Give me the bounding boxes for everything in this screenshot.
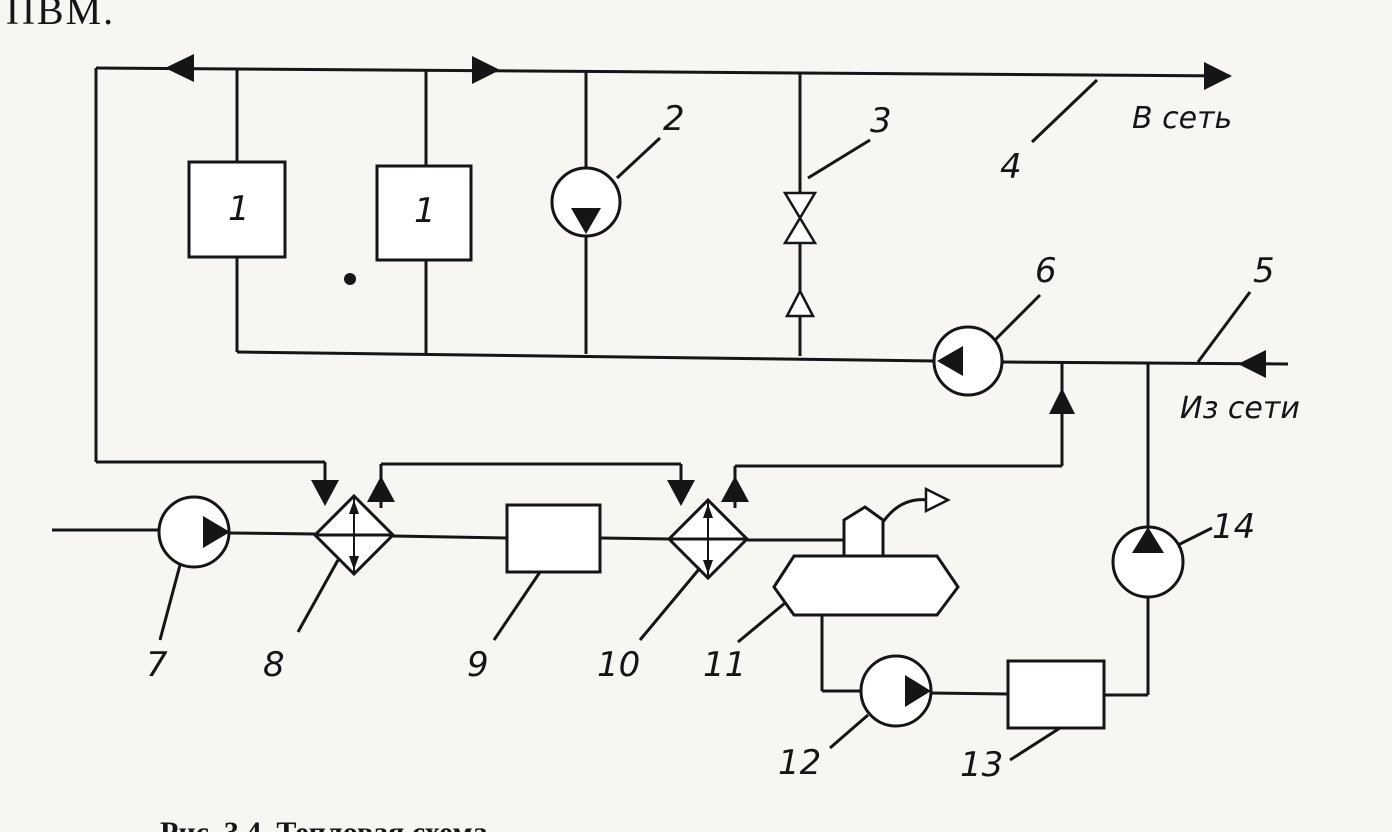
leader-line-14 <box>1177 526 1213 547</box>
leader-line-8 <box>296 559 340 633</box>
leader-line-2 <box>615 136 662 180</box>
vent-pipe <box>881 498 929 523</box>
riser-up-arrow-icon <box>1049 388 1075 414</box>
he10-inlet-arrow-icon <box>667 480 695 506</box>
label-2: 2 <box>663 99 685 139</box>
he10-outlet-arrow-icon <box>721 476 749 502</box>
valve-upper-wedge-icon <box>782 191 818 221</box>
label-boiler-b: 1 <box>414 191 436 231</box>
vent-arrow-icon <box>924 486 951 514</box>
pipe-8-9 <box>392 534 508 540</box>
label-5: 5 <box>1253 251 1275 291</box>
label-7: 7 <box>146 645 168 685</box>
heat-exchanger-8 <box>312 493 396 577</box>
leader-line-12 <box>829 713 869 750</box>
pump-right-arrow-icon <box>905 675 931 707</box>
pipe-12-13 <box>929 691 1009 696</box>
supply-outlet-arrow-icon <box>1204 62 1232 90</box>
label-11: 11 <box>703 645 746 685</box>
leader-line-11 <box>737 601 786 644</box>
caption-fragment: Рис. 3.4. Тепловая схема <box>160 816 488 832</box>
pump-down-arrow-icon <box>571 208 601 234</box>
leader-line-7 <box>158 564 182 641</box>
label-6: 6 <box>1035 251 1057 291</box>
treatment-unit-13 <box>1006 659 1106 730</box>
supply-header-line <box>95 66 1231 78</box>
deaerator-column <box>842 505 885 558</box>
leader-line-9 <box>492 571 542 641</box>
pump-right-arrow-icon <box>203 516 230 548</box>
heat-exchanger-10 <box>666 497 750 581</box>
return-inlet-arrow-icon <box>1238 350 1266 378</box>
label-10: 10 <box>597 645 640 685</box>
header-fragment: ПВМ. <box>6 0 115 33</box>
label-12: 12 <box>778 743 821 783</box>
boiler-a <box>187 160 287 259</box>
label-13: 13 <box>960 745 1003 785</box>
leader-line-10 <box>638 567 702 641</box>
return-label: Из сети <box>1180 391 1300 426</box>
he8-outlet-arrow-icon <box>367 476 395 502</box>
return-header-left <box>236 350 936 363</box>
network-pump <box>932 325 1004 397</box>
leader-line-5 <box>1196 291 1252 363</box>
leader-line-3 <box>807 138 871 180</box>
boiler-b <box>375 164 473 262</box>
he8-inlet-arrow-icon <box>311 480 339 506</box>
scan-speck <box>344 273 356 285</box>
pipe-7-8 <box>228 531 316 536</box>
pipe-9-10 <box>599 536 670 541</box>
label-8: 8 <box>263 645 285 685</box>
pump-left-arrow-icon <box>937 346 963 376</box>
label-14: 14 <box>1212 507 1255 547</box>
deaerator-tank <box>772 554 960 617</box>
water-treatment-filter <box>505 503 602 574</box>
supply-label: В сеть <box>1132 101 1232 136</box>
valve-lower-wedge-icon <box>782 215 818 245</box>
label-9: 9 <box>467 645 489 685</box>
leader-line-6 <box>993 293 1042 342</box>
label-3: 3 <box>870 101 892 141</box>
check-valve-icon <box>784 288 816 318</box>
label-4: 4 <box>1000 147 1022 187</box>
arrow-right-icon <box>472 56 500 84</box>
arrow-left-icon <box>165 54 194 82</box>
recirculation-pump <box>550 166 622 238</box>
label-boiler-a: 1 <box>228 189 250 229</box>
leader-line-4 <box>1030 78 1099 144</box>
leader-line-13 <box>1009 726 1061 762</box>
pump-up-arrow-icon <box>1132 527 1164 553</box>
